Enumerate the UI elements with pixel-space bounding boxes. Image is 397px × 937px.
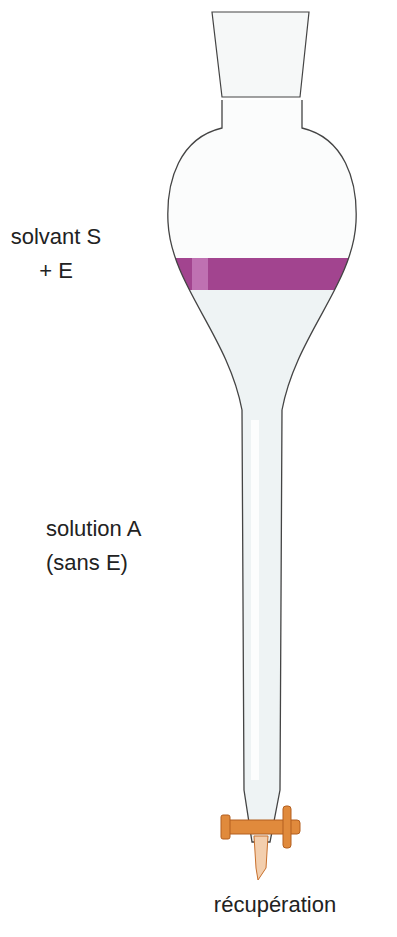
layer-label: solvant S + E (6, 220, 106, 288)
solution-layer (150, 290, 370, 850)
funnel-outline (168, 100, 356, 842)
glass-highlight (251, 420, 259, 780)
solvent-highlight (192, 258, 208, 290)
tap-outlet (254, 836, 268, 880)
tap-knob (221, 815, 230, 839)
tap-handle (283, 806, 291, 848)
layer-label: solution A (sans E) (46, 512, 166, 580)
stopper (212, 12, 309, 97)
outlet-label: récupération (160, 888, 390, 922)
